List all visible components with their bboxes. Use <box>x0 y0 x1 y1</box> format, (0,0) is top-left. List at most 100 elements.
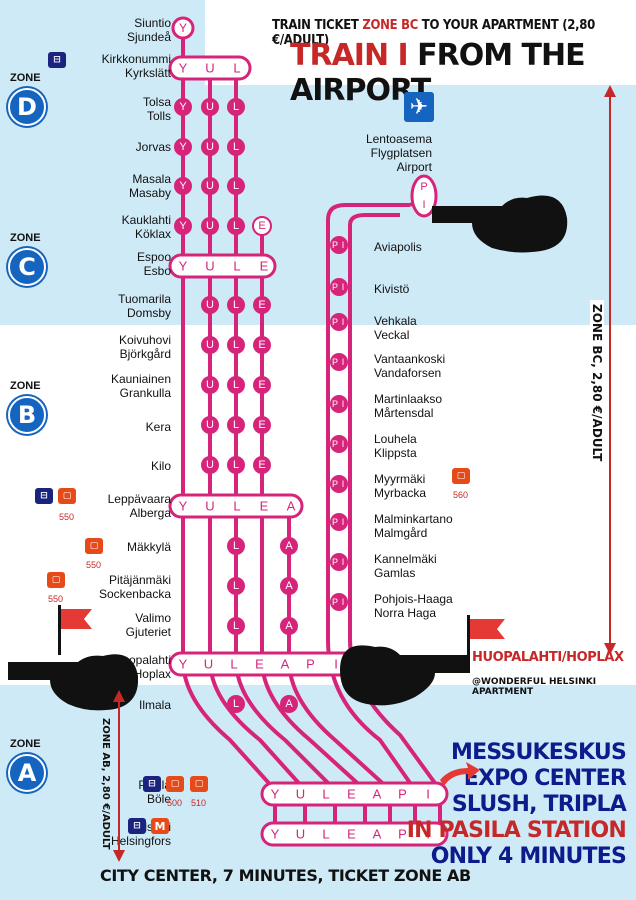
station-node <box>280 695 298 713</box>
line-letter: P <box>332 597 338 607</box>
flag-icon <box>58 605 92 655</box>
station-label: Kilo <box>150 459 171 473</box>
header-ticket-line: TRAIN TICKET ZONE BC TO YOUR APARTMENT (… <box>272 18 595 48</box>
station-node <box>227 695 245 713</box>
bar-huopalahti <box>168 651 362 677</box>
line-letter: A <box>373 787 382 802</box>
line-letter: A <box>285 620 293 632</box>
zone-d-badge: D <box>8 88 46 126</box>
line-letter: L <box>322 787 329 802</box>
line-letter: L <box>233 339 239 351</box>
train-icon: ⊟ <box>143 776 161 792</box>
line-letter: I <box>422 199 425 211</box>
line-letter: Y <box>179 141 187 153</box>
station-label: Kera <box>145 420 171 434</box>
station-node <box>227 296 245 314</box>
zone-label-c: ZONE <box>10 232 41 244</box>
line-letter: U <box>204 657 213 672</box>
line-letter: Y <box>179 61 188 76</box>
line-letter: E <box>258 419 265 431</box>
bus-icon: ▢ <box>58 488 76 504</box>
zone-ab-arrow <box>113 690 125 862</box>
station-node <box>330 313 348 331</box>
station-node <box>253 336 271 354</box>
line-letter: I <box>342 240 345 250</box>
line-letter: U <box>296 787 305 802</box>
node-kauklahti-y <box>174 217 192 235</box>
line-letter: L <box>233 499 240 514</box>
station-node <box>253 456 271 474</box>
line-letter: E <box>258 459 265 471</box>
line-letter: U <box>206 101 214 113</box>
station-node <box>227 336 245 354</box>
line-letter: U <box>206 141 214 153</box>
bar-leppavaara <box>168 493 304 519</box>
line-letter: Y <box>271 827 280 842</box>
zone-ab-vertical-label: ZONE AB, 2,80 €/ADULT <box>100 718 111 850</box>
line-letter: A <box>285 540 293 552</box>
line-letter: I <box>334 657 338 672</box>
pointing-hand-icon <box>340 645 470 706</box>
station-node <box>201 376 219 394</box>
station-node <box>227 416 245 434</box>
bar-kirkkonummi <box>168 55 252 81</box>
line-letter: Y <box>179 21 187 35</box>
node-tolsa-u <box>201 98 219 116</box>
node-tolsa-y <box>174 98 192 116</box>
station-node <box>330 593 348 611</box>
line-letter: P <box>332 282 338 292</box>
station-node <box>227 376 245 394</box>
line-letter: P <box>420 181 427 193</box>
bus-icon: ▢ <box>166 776 184 792</box>
line-letter: E <box>258 220 265 232</box>
loop-i-outer <box>348 213 400 640</box>
node-airport <box>410 174 438 218</box>
expo-line-5: ONLY 4 MINUTES <box>430 844 627 869</box>
station-node <box>280 617 298 635</box>
line-letter: P <box>332 557 338 567</box>
bus-number: 500 <box>167 798 183 808</box>
line-letter: E <box>258 339 265 351</box>
expo-center-text: MESSUKESKUS EXPO CENTER SLUSH, TRIPLA IN… <box>406 740 627 870</box>
line-letter: L <box>233 580 239 592</box>
line-letter: I <box>342 282 345 292</box>
station-node <box>227 577 245 595</box>
line-letter: Y <box>179 180 187 192</box>
node-tolsa-l <box>227 98 245 116</box>
station-node <box>330 435 348 453</box>
line-letter: P <box>398 827 407 842</box>
station-node <box>227 456 245 474</box>
metro-icon: M <box>151 818 169 834</box>
station-node <box>227 537 245 555</box>
bottom-caption: CITY CENTER, 7 MINUTES, TICKET ZONE AB <box>100 866 471 885</box>
station-node <box>201 296 219 314</box>
zone-c-badge: C <box>8 248 46 286</box>
apartment-label: @WONDERFUL HELSINKI APARTMENT <box>472 677 597 697</box>
expo-line-2: EXPO CENTER <box>463 766 627 791</box>
station-node <box>253 296 271 314</box>
train-icon: ⊟ <box>48 52 66 68</box>
bus-number: 550 <box>86 560 102 570</box>
line-letter: I <box>342 597 345 607</box>
bar-helsinki <box>260 821 449 847</box>
station-label: Aviapolis <box>374 240 422 254</box>
line-letter: L <box>233 540 239 552</box>
station-node <box>201 416 219 434</box>
expo-line-4: IN PASILA STATION <box>406 818 627 843</box>
station-node <box>253 376 271 394</box>
station-node <box>252 216 272 236</box>
line-letter: I <box>342 399 345 409</box>
train-icon: ⊟ <box>35 488 53 504</box>
